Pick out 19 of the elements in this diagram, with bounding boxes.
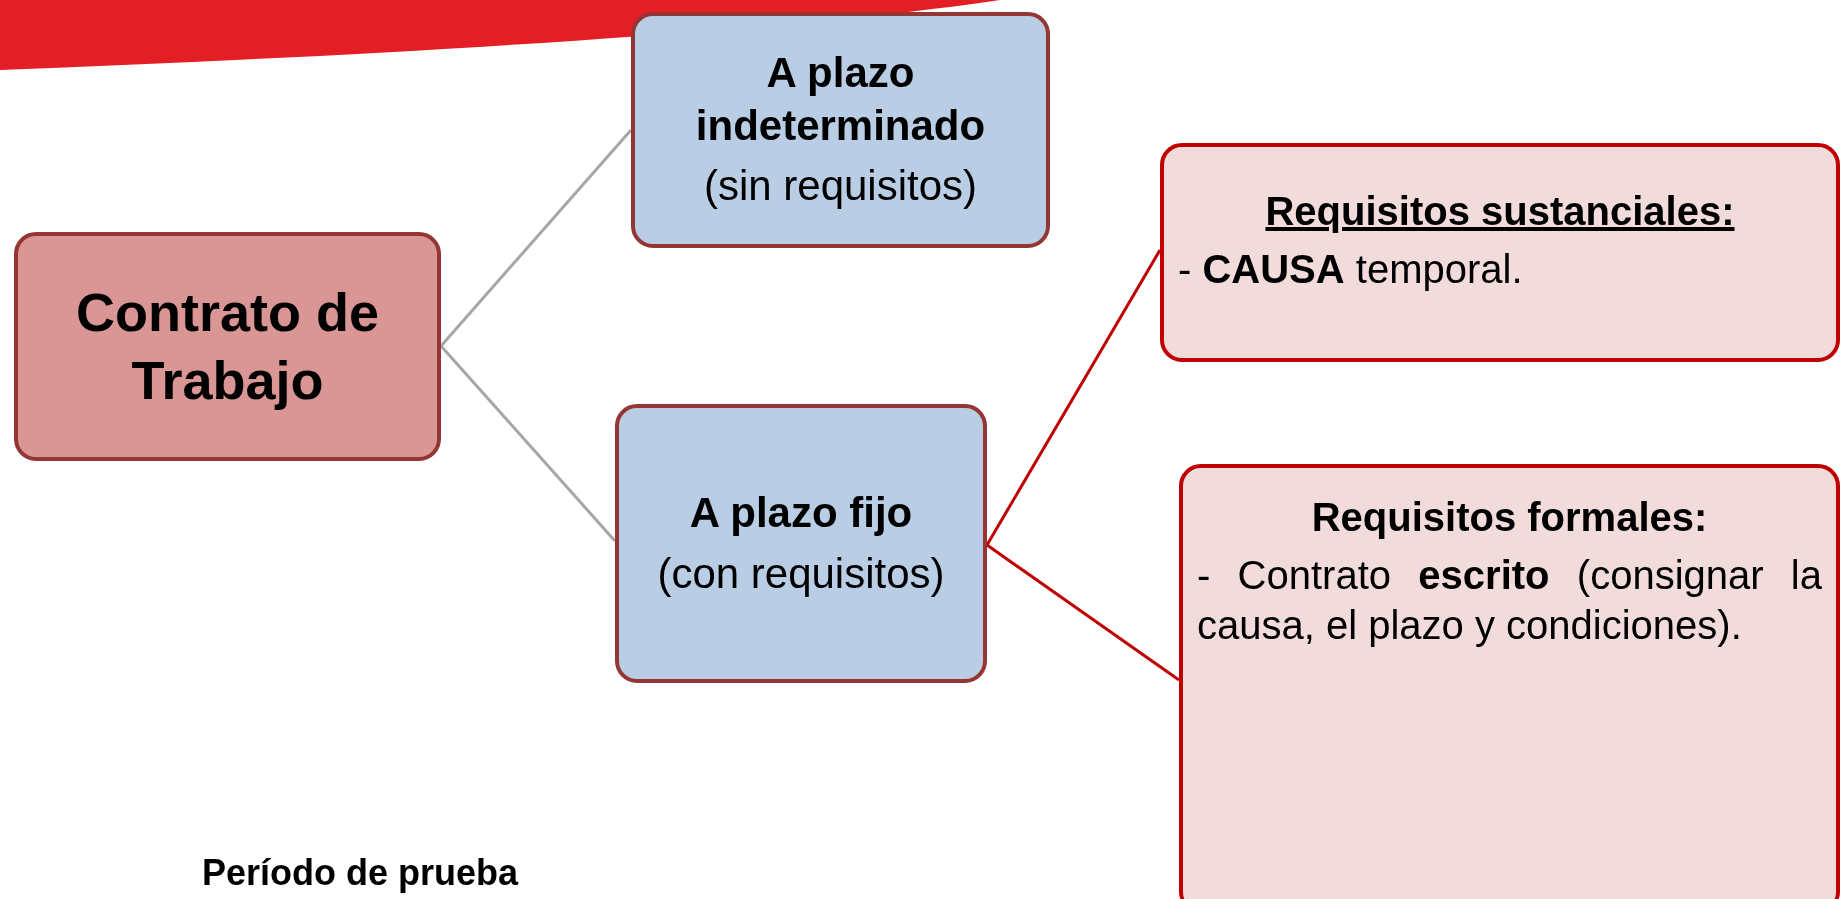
connector-line [986, 543, 1180, 682]
rounded-box [1160, 143, 1840, 362]
heading-text: Requisitos sustanciales: [1264, 188, 1736, 235]
connector-line [985, 249, 1162, 546]
connector-line [439, 345, 617, 542]
body-text: - Contrato escrito (consignar la causa, el plazo y condiciones). [1197, 552, 1822, 649]
connector-line [439, 129, 633, 347]
rounded-box [14, 232, 441, 461]
body-text: (sin requisitos) [703, 161, 978, 212]
heading-text: A plazo fijo [689, 488, 913, 538]
heading-text: Contrato de Trabajo [75, 281, 380, 412]
heading-text: Requisitos formales: [1310, 494, 1709, 541]
note-text: Período de prueba [202, 852, 519, 894]
rounded-box [1179, 464, 1840, 899]
body-text: - CAUSA temporal. [1178, 246, 1524, 293]
body-text: (con requisitos) [657, 548, 945, 599]
heading-text: A plazo indeterminado [694, 48, 987, 151]
rounded-box [615, 404, 987, 683]
rounded-box [631, 12, 1050, 248]
